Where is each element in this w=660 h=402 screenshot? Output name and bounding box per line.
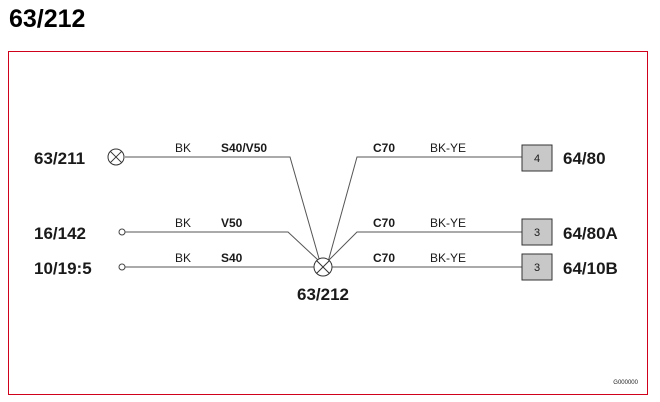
connector-64-80a: 3 (521, 218, 553, 246)
wire-63-211 (125, 156, 321, 263)
connector-64-80: 4 (521, 144, 553, 172)
node-label-16-142: 16/142 (34, 224, 86, 243)
node-label-64-80: 64/80 (563, 149, 606, 168)
wire-64-80a (328, 231, 522, 261)
connector-64-10b: 3 (521, 253, 553, 281)
wire-variant-label: C70 (373, 216, 395, 230)
pin-number: 3 (534, 262, 540, 274)
wire-variant-label: S40 (221, 251, 243, 265)
eyelet-icon (118, 228, 126, 236)
wire-color-label: BK-YE (430, 251, 466, 265)
pin-number: 3 (534, 227, 540, 239)
node-label-64-10b: 64/10B (563, 259, 618, 278)
wire-color-label: BK (175, 251, 191, 265)
center-splice-label: 63/212 (297, 285, 349, 304)
node-label-10-19-5: 10/19:5 (34, 259, 92, 278)
wire-variant-label: C70 (373, 141, 395, 155)
ground-icon (107, 148, 125, 166)
diagram-frame (8, 51, 648, 395)
node-label-64-80a: 64/80A (563, 224, 618, 243)
wire-64-80 (327, 156, 522, 263)
wire-variant-label: C70 (373, 251, 395, 265)
eyelet-icon (118, 263, 126, 271)
pin-number: 4 (534, 153, 540, 165)
wire-color-label: BK-YE (430, 141, 466, 155)
node-label-63-211: 63/211 (34, 149, 85, 168)
wire-color-label: BK-YE (430, 216, 466, 230)
illustration-code: G000000 (613, 380, 638, 386)
wire-variant-label: V50 (221, 216, 243, 230)
wire-16-142 (125, 231, 319, 261)
wire-color-label: BK (175, 216, 191, 230)
wire-variant-label: S40/V50 (221, 141, 267, 155)
splice-icon (313, 257, 333, 277)
page-title: 63/212 (9, 5, 86, 33)
wire-color-label: BK (175, 141, 191, 155)
